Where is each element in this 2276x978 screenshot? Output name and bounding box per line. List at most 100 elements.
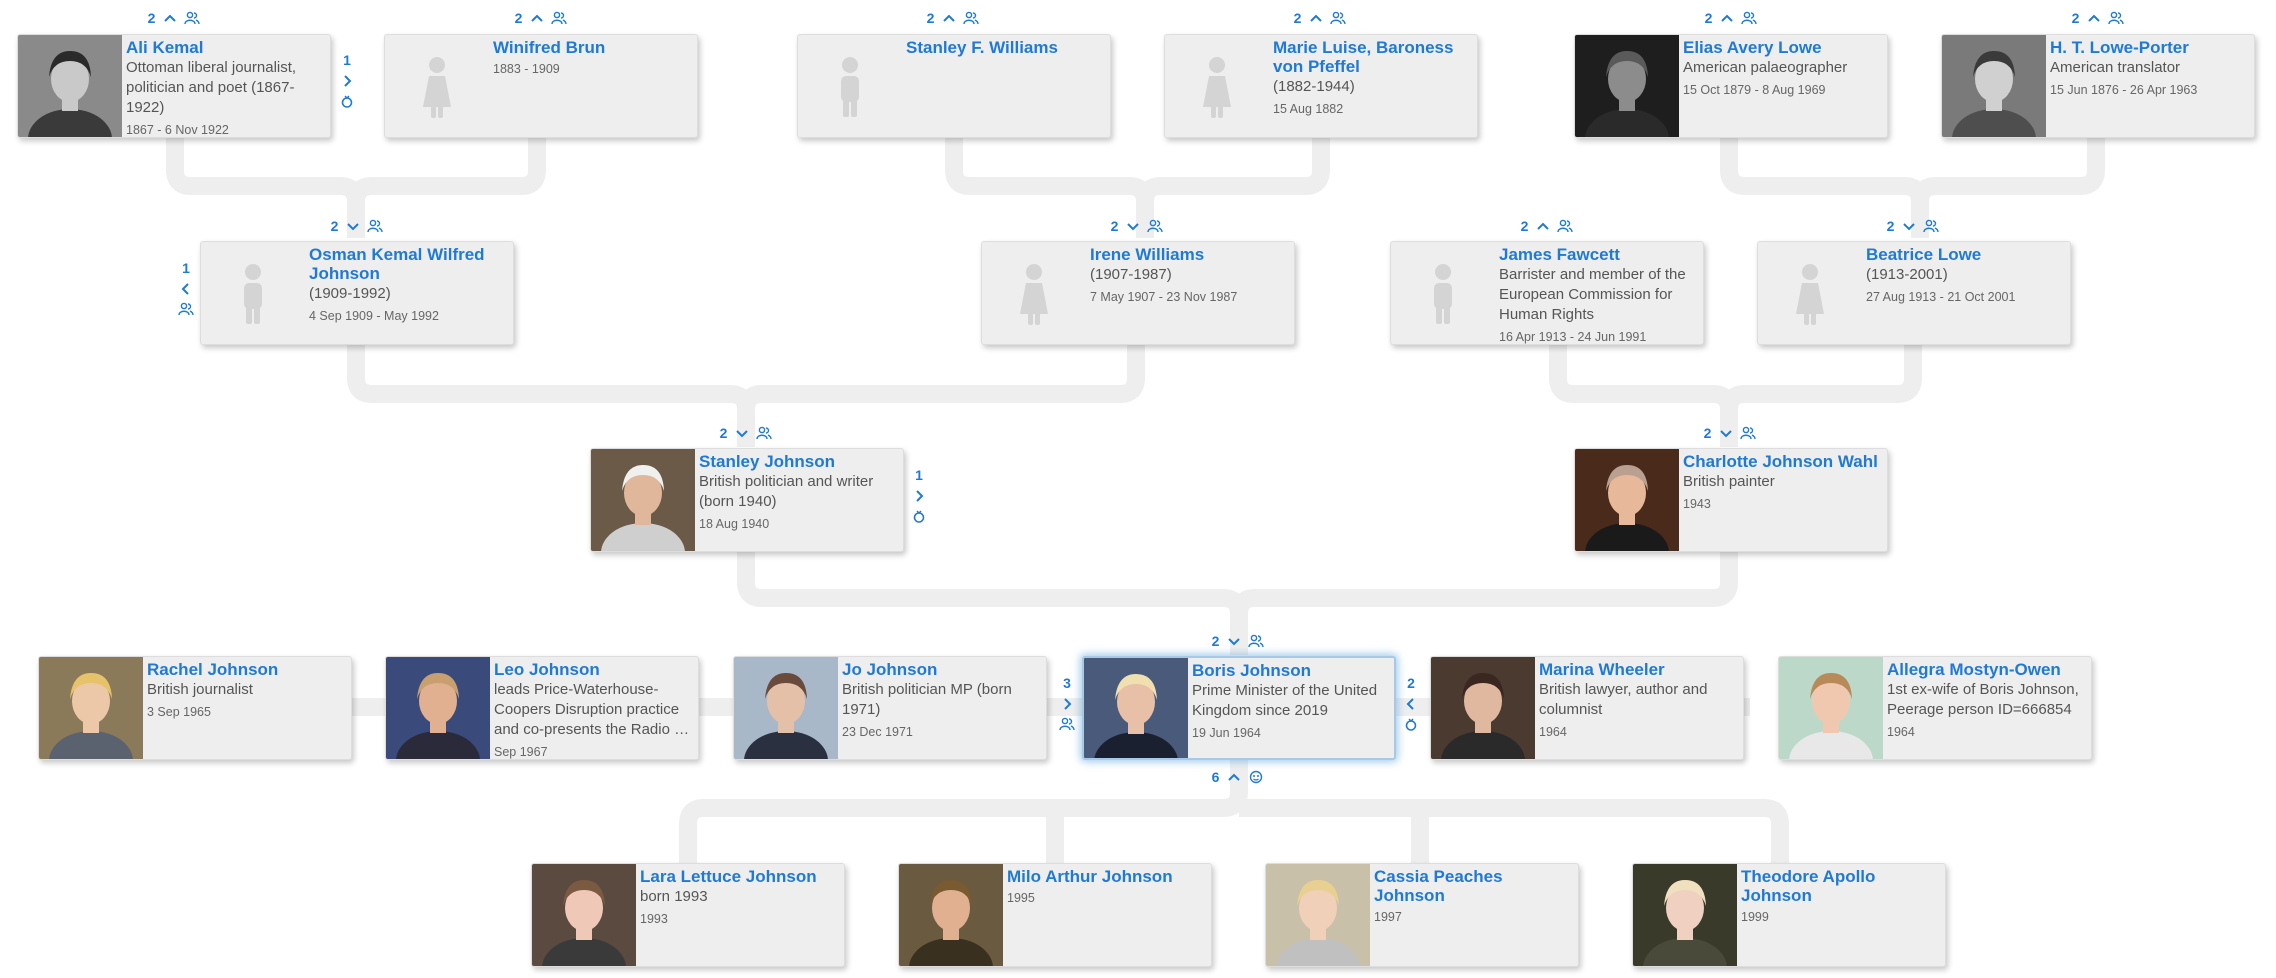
winifred-brun-parents-toggle[interactable]: 2 [514, 9, 567, 27]
chevron-down-icon[interactable] [1227, 634, 1241, 648]
ring-icon[interactable] [340, 94, 354, 108]
ali-kemal-spouses-toggle[interactable]: 1 [338, 52, 356, 108]
beatrice-lowe-parents-toggle[interactable]: 2 [1886, 217, 1939, 235]
person-name[interactable]: Stanley F. Williams [906, 38, 1058, 57]
chevron-down-icon[interactable] [1719, 426, 1733, 440]
marie-luise-parents-toggle[interactable]: 2 [1293, 9, 1346, 27]
chevron-up-icon[interactable] [1227, 770, 1241, 784]
person-name[interactable]: H. T. Lowe-Porter [2050, 38, 2189, 57]
people-icon[interactable] [1147, 219, 1163, 233]
people-icon[interactable] [1330, 11, 1346, 25]
people-icon[interactable] [1557, 219, 1573, 233]
person-name[interactable]: Marie Luise, Baroness von Pfeffel [1273, 38, 1454, 76]
person-name[interactable]: Stanley Johnson [699, 452, 836, 471]
children-icon[interactable] [1248, 770, 1264, 784]
person-name[interactable]: Allegra Mostyn-Owen [1887, 660, 2061, 679]
person-name[interactable]: James Fawcett [1499, 245, 1620, 264]
stanley-johnson-parents-toggle[interactable]: 2 [719, 424, 772, 442]
person-name[interactable]: Irene Williams [1090, 245, 1205, 264]
stanley-f-williams-parents-toggle[interactable]: 2 [926, 9, 979, 27]
people-icon[interactable] [178, 302, 194, 316]
osman-kemal-spouses-toggle[interactable]: 1 [177, 260, 195, 316]
person-name[interactable]: Cassia Peaches Johnson [1374, 867, 1503, 905]
james-fawcett-parents-toggle[interactable]: 2 [1520, 217, 1573, 235]
irene-williams-parents-toggle[interactable]: 2 [1110, 217, 1163, 235]
chevron-down-icon[interactable] [735, 426, 749, 440]
person-card-osman-kemal[interactable]: Osman Kemal Wilfred Johnson(1909-1992)4 … [200, 241, 514, 345]
person-name[interactable]: Jo Johnson [842, 660, 938, 679]
person-name[interactable]: Charlotte Johnson Wahl [1683, 452, 1878, 471]
chevron-right-icon[interactable] [340, 74, 354, 88]
person-name[interactable]: Marina Wheeler [1539, 660, 1665, 679]
boris-johnson-siblings-toggle[interactable]: 3 [1058, 675, 1076, 731]
boris-johnson-parents-toggle[interactable]: 2 [1211, 632, 1264, 650]
chevron-down-icon[interactable] [1126, 219, 1140, 233]
person-card-irene-williams[interactable]: Irene Williams(1907-1987)7 May 1907 - 23… [981, 241, 1295, 345]
people-icon[interactable] [184, 11, 200, 25]
person-name[interactable]: Ali Kemal [126, 38, 204, 57]
people-icon[interactable] [756, 426, 772, 440]
boris-johnson-spouses-toggle[interactable]: 2 [1402, 675, 1420, 731]
person-name[interactable]: Beatrice Lowe [1866, 245, 1982, 264]
person-name[interactable]: Theodore Apollo Johnson [1741, 867, 1876, 905]
person-card-marie-luise[interactable]: Marie Luise, Baroness von Pfeffel(1882-1… [1164, 34, 1478, 138]
person-name[interactable]: Winifred Brun [493, 38, 606, 57]
person-card-beatrice-lowe[interactable]: Beatrice Lowe(1913-2001)27 Aug 1913 - 21… [1757, 241, 2071, 345]
people-icon[interactable] [1059, 717, 1075, 731]
chevron-up-icon[interactable] [2087, 11, 2101, 25]
person-name[interactable]: Elias Avery Lowe [1683, 38, 1822, 57]
people-icon[interactable] [1923, 219, 1939, 233]
osman-kemal-parents-toggle[interactable]: 2 [330, 217, 383, 235]
chevron-up-icon[interactable] [530, 11, 544, 25]
chevron-down-icon[interactable] [346, 219, 360, 233]
elias-lowe-parents-toggle[interactable]: 2 [1704, 9, 1757, 27]
chevron-up-icon[interactable] [1720, 11, 1734, 25]
person-name[interactable]: Lara Lettuce Johnson [640, 867, 817, 886]
chevron-up-icon[interactable] [1536, 219, 1550, 233]
person-name[interactable]: Osman Kemal Wilfred Johnson [309, 245, 485, 283]
chevron-right-icon[interactable] [912, 489, 926, 503]
chevron-right-icon[interactable] [1060, 697, 1074, 711]
chevron-left-icon[interactable] [179, 282, 193, 296]
boris-johnson-children-toggle[interactable]: 6 [1211, 768, 1264, 786]
chevron-left-icon[interactable] [1404, 697, 1418, 711]
people-icon[interactable] [1740, 426, 1756, 440]
people-icon[interactable] [963, 11, 979, 25]
person-card-stanley-f-williams[interactable]: Stanley F. Williams [797, 34, 1111, 138]
ring-icon[interactable] [1404, 717, 1418, 731]
ht-lowe-porter-parents-toggle[interactable]: 2 [2071, 9, 2124, 27]
stanley-johnson-spouses-toggle[interactable]: 1 [910, 467, 928, 523]
charlotte-wahl-parents-toggle[interactable]: 2 [1703, 424, 1756, 442]
people-icon[interactable] [2108, 11, 2124, 25]
person-name[interactable]: Milo Arthur Johnson [1007, 867, 1173, 886]
person-name[interactable]: Rachel Johnson [147, 660, 279, 679]
person-name[interactable]: Boris Johnson [1192, 661, 1312, 680]
chevron-up-icon[interactable] [163, 11, 177, 25]
ring-icon[interactable] [912, 509, 926, 523]
people-icon[interactable] [551, 11, 567, 25]
chevron-down-icon[interactable] [1902, 219, 1916, 233]
people-icon[interactable] [367, 219, 383, 233]
chevron-up-icon[interactable] [1309, 11, 1323, 25]
people-icon[interactable] [1741, 11, 1757, 25]
ali-kemal-parents-toggle[interactable]: 2 [147, 9, 200, 27]
chevron-up-icon[interactable] [942, 11, 956, 25]
